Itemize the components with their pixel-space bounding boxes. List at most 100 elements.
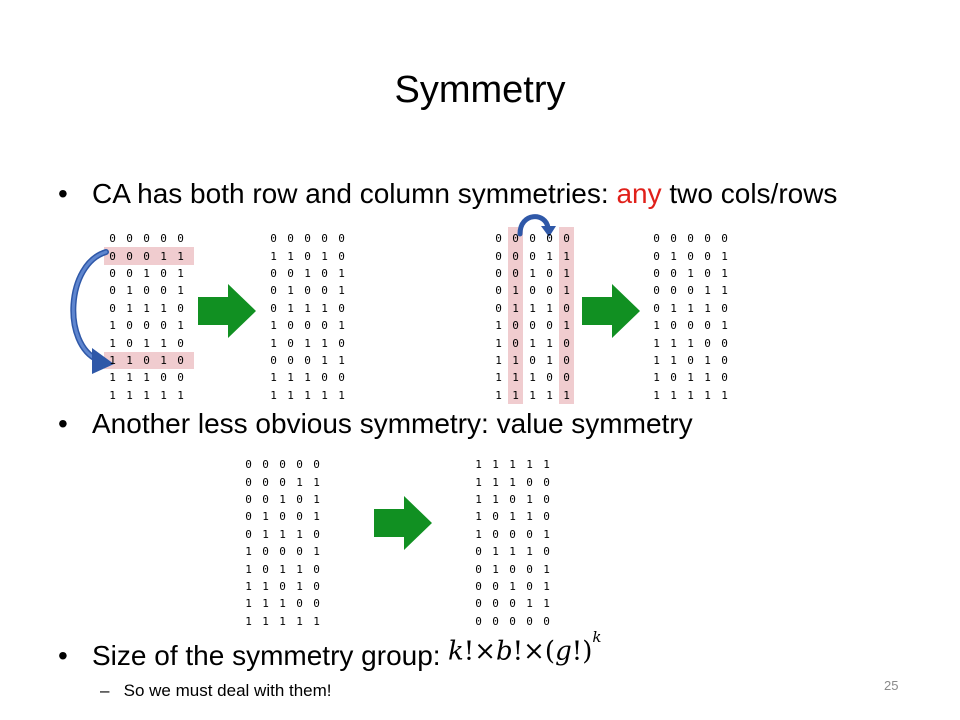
matrix-cell: 1 — [287, 388, 294, 402]
matrix-cell: 1 — [543, 562, 550, 576]
matrix-cell: 1 — [526, 597, 533, 611]
matrix-cell: 1 — [245, 614, 252, 628]
matrix-cell: 1 — [262, 614, 269, 628]
bullet-group-size: •Size of the symmetry group: — [58, 638, 441, 674]
matrix-cell: 1 — [509, 475, 516, 489]
matrix-cell: 1 — [687, 336, 694, 350]
matrix-cell: 1 — [270, 336, 277, 350]
matrix-cell: 1 — [704, 284, 711, 298]
matrix-cell: 0 — [512, 266, 519, 280]
matrix-cell: 1 — [245, 579, 252, 593]
matrix-cell: 1 — [126, 353, 133, 367]
matrix-cell: 0 — [509, 492, 516, 506]
matrix-cell: 0 — [687, 249, 694, 263]
matrix-cell: 1 — [529, 336, 536, 350]
matrix-cell: 0 — [177, 353, 184, 367]
matrix-cell: 0 — [475, 562, 482, 576]
matrix-cell: 0 — [526, 614, 533, 628]
matrix-cell: 0 — [270, 232, 277, 246]
matrix-cell: 0 — [653, 266, 660, 280]
matrix-cell: 1 — [653, 353, 660, 367]
row-swap-arrow-icon — [70, 249, 114, 374]
matrix-cell: 1 — [563, 388, 570, 402]
matrix-cell: 0 — [143, 319, 150, 333]
matrix-cell: 1 — [287, 371, 294, 385]
matrix-cell: 0 — [126, 266, 133, 280]
matrix-cell: 1 — [721, 284, 728, 298]
matrix-cell: 1 — [262, 527, 269, 541]
matrix-cell: 1 — [126, 284, 133, 298]
matrix-cell: 0 — [126, 232, 133, 246]
matrix-cell: 0 — [109, 266, 116, 280]
matrix-cell: 1 — [338, 388, 345, 402]
matrix-cell: 0 — [160, 319, 167, 333]
matrix-cell: 1 — [313, 492, 320, 506]
matrix-cell: 1 — [687, 301, 694, 315]
matrix-cell: 1 — [529, 371, 536, 385]
matrix-cell: 1 — [670, 249, 677, 263]
matrix-cell: 1 — [338, 284, 345, 298]
matrix-cell: 0 — [321, 284, 328, 298]
matrix-cell: 0 — [126, 319, 133, 333]
matrix-cell: 1 — [321, 336, 328, 350]
matrix-cell: 0 — [492, 597, 499, 611]
matrix-cell: 0 — [245, 510, 252, 524]
matrix-cell: 0 — [262, 475, 269, 489]
matrix-cell: 1 — [543, 458, 550, 472]
matrix-cell: 1 — [687, 371, 694, 385]
matrix-cell: 0 — [279, 475, 286, 489]
matrix-cell: 0 — [546, 284, 553, 298]
matrix-cell: 1 — [475, 458, 482, 472]
matrix-cell: 1 — [495, 371, 502, 385]
matrix-cell: 1 — [670, 353, 677, 367]
matrix-cell: 0 — [509, 614, 516, 628]
matrix-cell: 1 — [475, 492, 482, 506]
matrix-cell: 1 — [670, 301, 677, 315]
bullet-dot: • — [58, 408, 68, 439]
matrix-cell: 0 — [287, 232, 294, 246]
matrix-cell: 0 — [563, 371, 570, 385]
matrix-cell: 0 — [270, 284, 277, 298]
matrix-cell: 0 — [563, 232, 570, 246]
matrix-cell: 0 — [245, 475, 252, 489]
matrix-cell: 0 — [526, 527, 533, 541]
slide-title: Symmetry — [394, 69, 566, 111]
matrix-cell: 1 — [670, 388, 677, 402]
matrix-cell: 1 — [296, 579, 303, 593]
matrix-cell: 0 — [177, 301, 184, 315]
matrix-cell: 0 — [526, 562, 533, 576]
matrix-cell: 1 — [721, 266, 728, 280]
column-highlight — [559, 227, 574, 404]
matrix-cell: 1 — [653, 371, 660, 385]
matrix-cell: 1 — [279, 527, 286, 541]
matrix-cell: 1 — [704, 388, 711, 402]
matrix-cell: 0 — [160, 232, 167, 246]
matrix-cell: 1 — [492, 562, 499, 576]
matrix-cell: 0 — [304, 319, 311, 333]
matrix-cell: 0 — [287, 266, 294, 280]
matrix-cell: 0 — [543, 545, 550, 559]
bullet-row-column-symmetry: •CA has both row and column symmetries: … — [58, 176, 837, 212]
matrix-cell: 0 — [543, 510, 550, 524]
matrix-cell: 0 — [529, 232, 536, 246]
matrix-cell: 1 — [296, 475, 303, 489]
matrix-cell: 0 — [109, 301, 116, 315]
matrix-cell: 0 — [270, 353, 277, 367]
matrix-cell: 1 — [546, 336, 553, 350]
matrix-cell: 1 — [563, 284, 570, 298]
matrix-cell: 1 — [270, 249, 277, 263]
